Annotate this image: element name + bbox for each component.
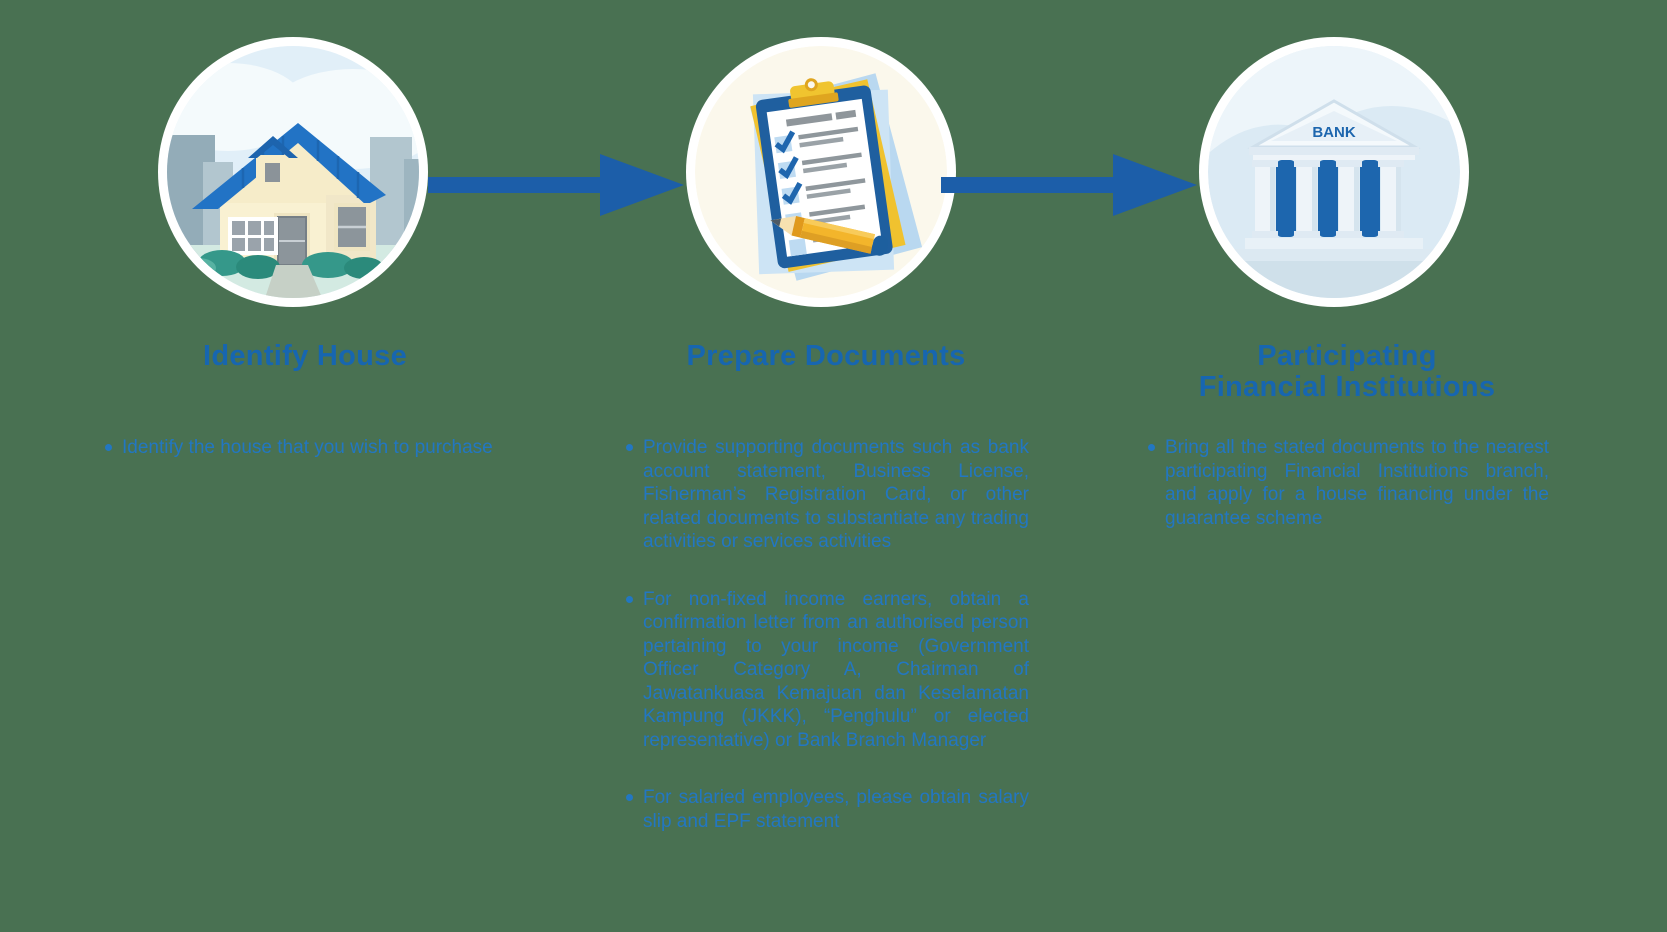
bullet-text: Identify the house that you wish to purc… [122, 437, 493, 458]
list-item: Provide supporting documents such as ban… [626, 436, 1029, 554]
step-bullets-identify-house: Identify the house that you wish to purc… [105, 436, 505, 460]
arrow-right-icon [941, 154, 1197, 216]
bullet-dot [1148, 444, 1155, 451]
heading-line: Financial Institutions [1198, 371, 1496, 403]
clipboard-checklist-icon [686, 37, 956, 307]
bullet-text: Bring all the stated documents to the ne… [1165, 437, 1549, 529]
bullet-text: For non-fixed income earners, obtain a c… [643, 588, 1029, 751]
bullet-text: For salaried employees, please obtain sa… [643, 787, 1029, 832]
heading-line: Identify House [203, 340, 407, 372]
step-heading-identify-house: Identify House [85, 341, 525, 372]
bullet-text: Provide supporting documents such as ban… [643, 437, 1029, 552]
arrow-right-icon [428, 154, 684, 216]
bank-sign-label: BANK [1312, 124, 1355, 141]
bank-icon: BANK [1199, 37, 1469, 307]
bullet-dot [105, 444, 112, 451]
step-bullets-participating-financial-institutions: Bring all the stated documents to the ne… [1148, 436, 1549, 530]
heading-line: Prepare Documents [686, 340, 966, 372]
step-bullets-prepare-documents: Provide supporting documents such as ban… [626, 436, 1029, 833]
list-item: For salaried employees, please obtain sa… [626, 786, 1029, 833]
step-heading-prepare-documents: Prepare Documents [606, 341, 1046, 372]
list-item: Bring all the stated documents to the ne… [1148, 436, 1549, 530]
house-icon [158, 37, 428, 307]
heading-line: Participating [1257, 340, 1437, 372]
step-heading-participating-financial-institutions: Participating Financial Institutions [1127, 341, 1567, 403]
bullet-dot [626, 444, 633, 451]
list-item: Identify the house that you wish to purc… [105, 436, 505, 460]
list-item: For non-fixed income earners, obtain a c… [626, 588, 1029, 753]
bullet-dot [626, 595, 633, 603]
bullet-dot [626, 794, 633, 801]
